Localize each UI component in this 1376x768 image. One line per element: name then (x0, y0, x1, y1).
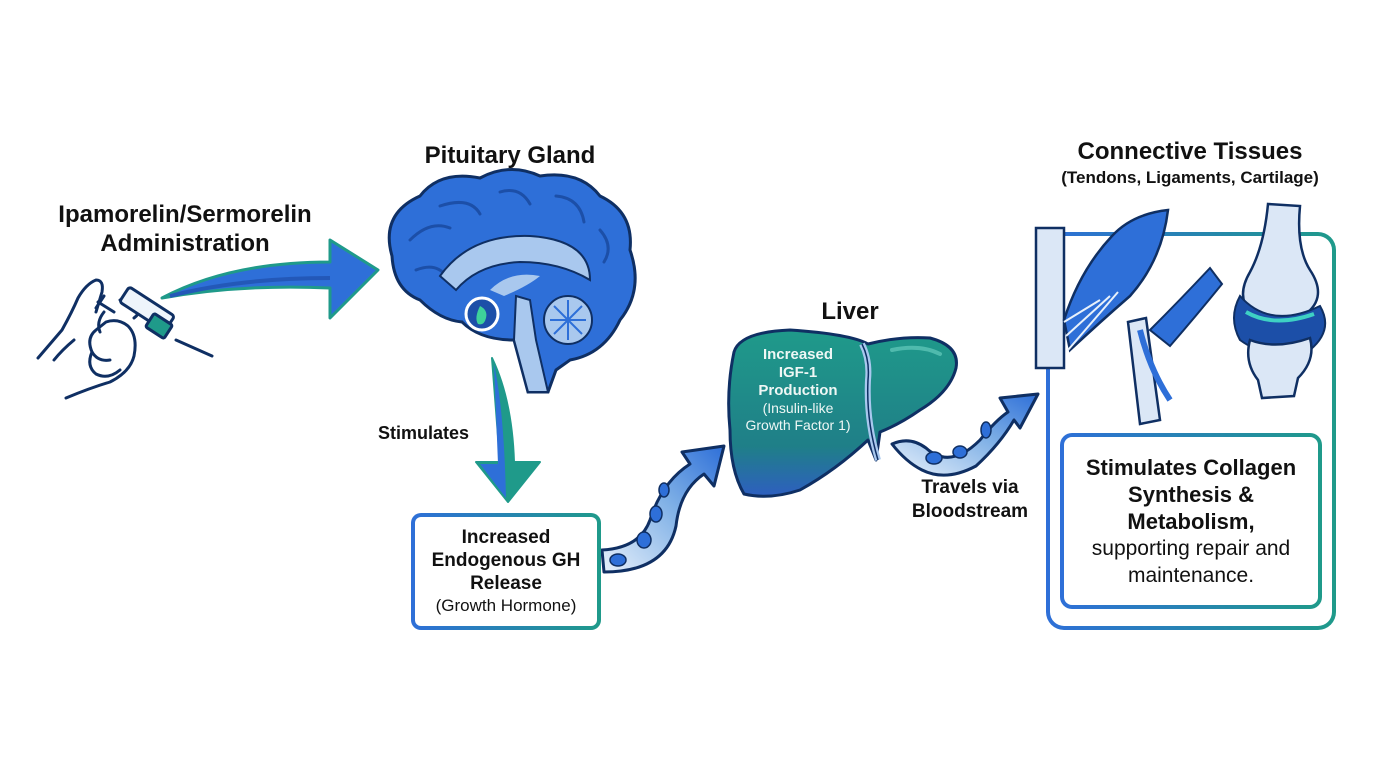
ligament-icon (1128, 268, 1222, 424)
knee-joint-icon (1234, 204, 1325, 398)
